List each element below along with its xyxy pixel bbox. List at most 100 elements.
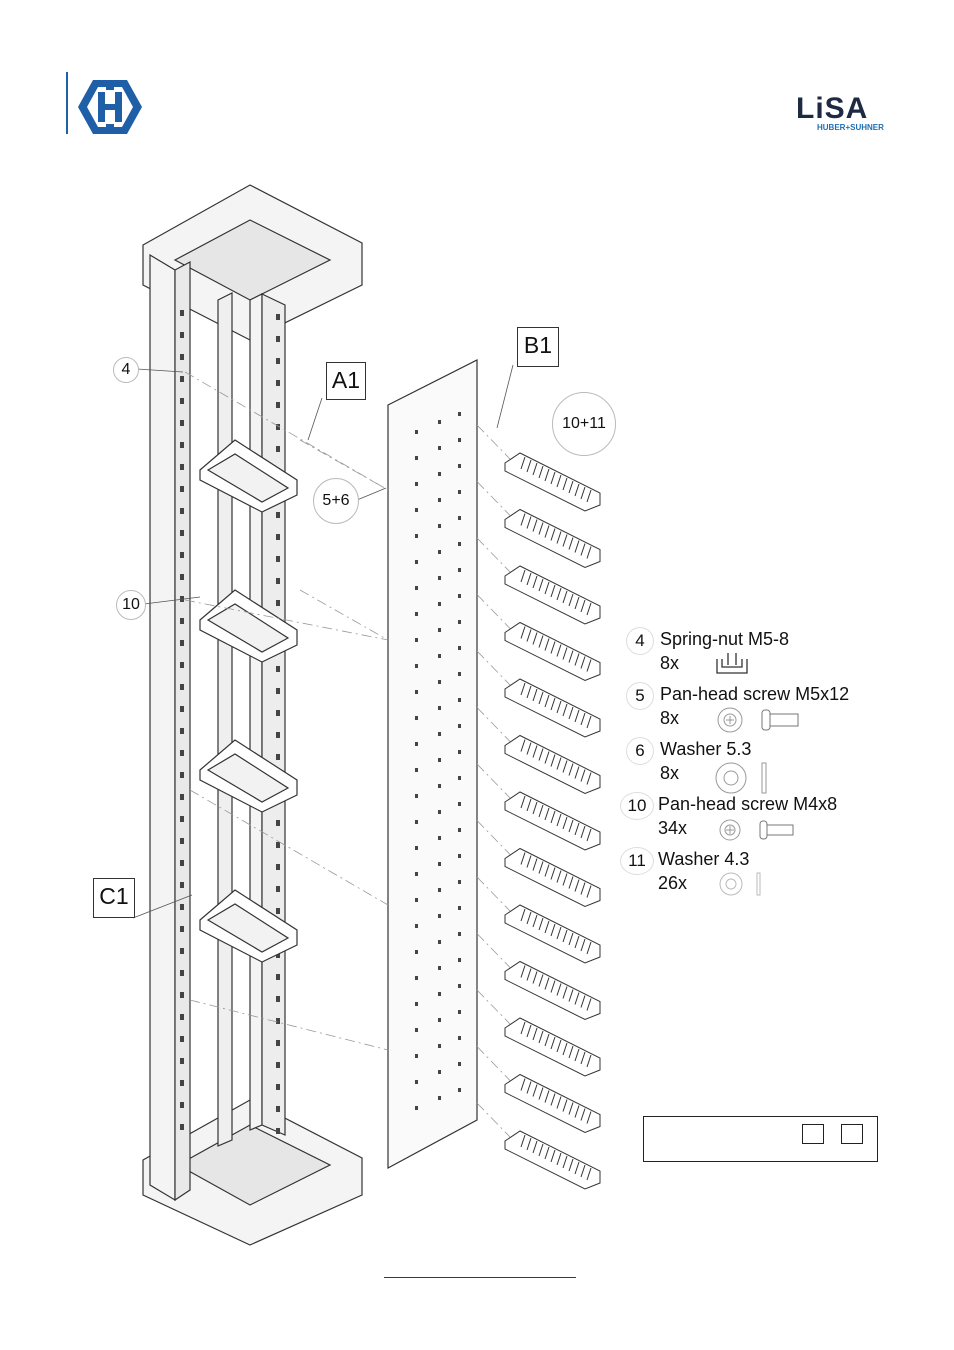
alignment-line bbox=[476, 876, 511, 912]
comb-tooth bbox=[580, 656, 586, 669]
panel-hole bbox=[415, 1080, 418, 1084]
comb-tooth bbox=[562, 647, 568, 660]
comb-tooth bbox=[520, 908, 526, 922]
comb-tooth bbox=[550, 641, 556, 654]
cable-comb bbox=[504, 678, 601, 738]
upright-hole bbox=[180, 1036, 184, 1042]
comb-tooth bbox=[574, 1161, 580, 1175]
comb-tooth bbox=[556, 700, 562, 714]
upright-hole bbox=[180, 904, 184, 910]
upright-hole bbox=[180, 794, 184, 800]
part-quantity: 8x bbox=[660, 763, 680, 783]
alignment-line bbox=[476, 594, 511, 629]
callout-b1: B1 bbox=[517, 327, 559, 367]
upright-hole bbox=[180, 1014, 184, 1020]
comb-tooth bbox=[544, 977, 550, 990]
upright-hole bbox=[180, 420, 184, 426]
cable-guide-bracket-inner bbox=[206, 903, 290, 953]
part-name: Washer 5.3 bbox=[660, 739, 752, 759]
comb-tooth bbox=[586, 1054, 592, 1068]
cable-comb bbox=[504, 904, 601, 964]
panel-hole bbox=[458, 594, 461, 598]
comb-tooth bbox=[544, 525, 550, 538]
top-frame-opening bbox=[173, 219, 332, 301]
upright-hole bbox=[180, 860, 184, 866]
panel-hole bbox=[415, 976, 418, 980]
leader-c1 bbox=[132, 894, 193, 919]
comb-tooth bbox=[568, 989, 574, 1002]
comb-tooth bbox=[586, 659, 592, 672]
panel-hole bbox=[458, 412, 461, 416]
comb-tooth bbox=[580, 712, 586, 726]
comb-tooth bbox=[556, 813, 562, 827]
comb-tooth bbox=[538, 578, 544, 592]
footer-link[interactable] bbox=[384, 1258, 576, 1278]
cable-combs bbox=[504, 452, 601, 1190]
comb-tooth bbox=[568, 1158, 574, 1172]
comb-tooth bbox=[526, 629, 532, 642]
comb-tooth bbox=[562, 534, 568, 547]
part-quantity: 8x bbox=[660, 708, 680, 728]
part-name: Pan-head screw M5x12 bbox=[660, 684, 850, 704]
upright-hole bbox=[180, 1080, 184, 1086]
part-number: 5 bbox=[626, 682, 654, 710]
comb-tooth bbox=[526, 516, 532, 529]
upright-hole bbox=[180, 684, 184, 690]
comb-tooth bbox=[562, 1099, 568, 1112]
comb-tooth bbox=[556, 587, 562, 601]
pan-head-screw-icon bbox=[717, 707, 799, 733]
panel-hole bbox=[438, 810, 441, 814]
panel-hole bbox=[458, 906, 461, 910]
panel-hole bbox=[415, 534, 418, 538]
panel-hole bbox=[438, 498, 441, 502]
comb-tooth bbox=[544, 1146, 550, 1160]
comb-tooth bbox=[526, 459, 532, 473]
comb-tooth bbox=[544, 1090, 550, 1103]
comb-tooth bbox=[544, 638, 550, 651]
comb-tooth bbox=[574, 879, 580, 892]
comb-tooth bbox=[562, 986, 568, 999]
callout-10: 10 bbox=[116, 590, 146, 620]
panel-hole bbox=[415, 1054, 418, 1058]
comb-tooth bbox=[550, 867, 556, 880]
panel-hole bbox=[415, 508, 418, 512]
comb-tooth bbox=[574, 540, 580, 553]
comb-tooth bbox=[520, 513, 526, 526]
panel-hole bbox=[438, 940, 441, 944]
panel-hole bbox=[415, 716, 418, 720]
panel-hole bbox=[415, 846, 418, 850]
rear-upright-side bbox=[261, 293, 286, 1136]
comb-tooth bbox=[520, 739, 526, 752]
left-front-upright bbox=[149, 253, 176, 1202]
comb-tooth bbox=[550, 810, 556, 824]
comb-tooth bbox=[574, 935, 580, 949]
checkbox-2[interactable] bbox=[841, 1124, 863, 1144]
lisa-logo: LiSA bbox=[796, 92, 869, 125]
panel-hole bbox=[438, 758, 441, 762]
upright-hole bbox=[276, 1018, 280, 1024]
panel-hole bbox=[458, 828, 461, 832]
part-number: 6 bbox=[626, 737, 654, 765]
checkbox-1[interactable] bbox=[802, 1124, 824, 1144]
comb-tooth bbox=[562, 1042, 568, 1056]
leader-lines bbox=[132, 364, 514, 1138]
header-divider-line bbox=[66, 72, 68, 134]
comb-tooth bbox=[562, 590, 568, 604]
panel-hole bbox=[415, 872, 418, 876]
panel-hole bbox=[415, 924, 418, 928]
upright-hole bbox=[180, 508, 184, 514]
comb-tooth bbox=[520, 682, 526, 696]
alignment-line bbox=[299, 439, 389, 491]
comb-tooth bbox=[544, 864, 550, 877]
upright-hole bbox=[276, 864, 280, 870]
upright-hole bbox=[276, 732, 280, 738]
panel-hole bbox=[415, 690, 418, 694]
panel-hole bbox=[438, 602, 441, 606]
cable-comb bbox=[504, 565, 601, 625]
panel-hole bbox=[438, 446, 441, 450]
cable-comb bbox=[504, 452, 601, 512]
upright-hole bbox=[180, 838, 184, 844]
comb-tooth bbox=[568, 819, 574, 833]
alignment-line bbox=[189, 999, 389, 1051]
upright-hole bbox=[180, 1102, 184, 1108]
